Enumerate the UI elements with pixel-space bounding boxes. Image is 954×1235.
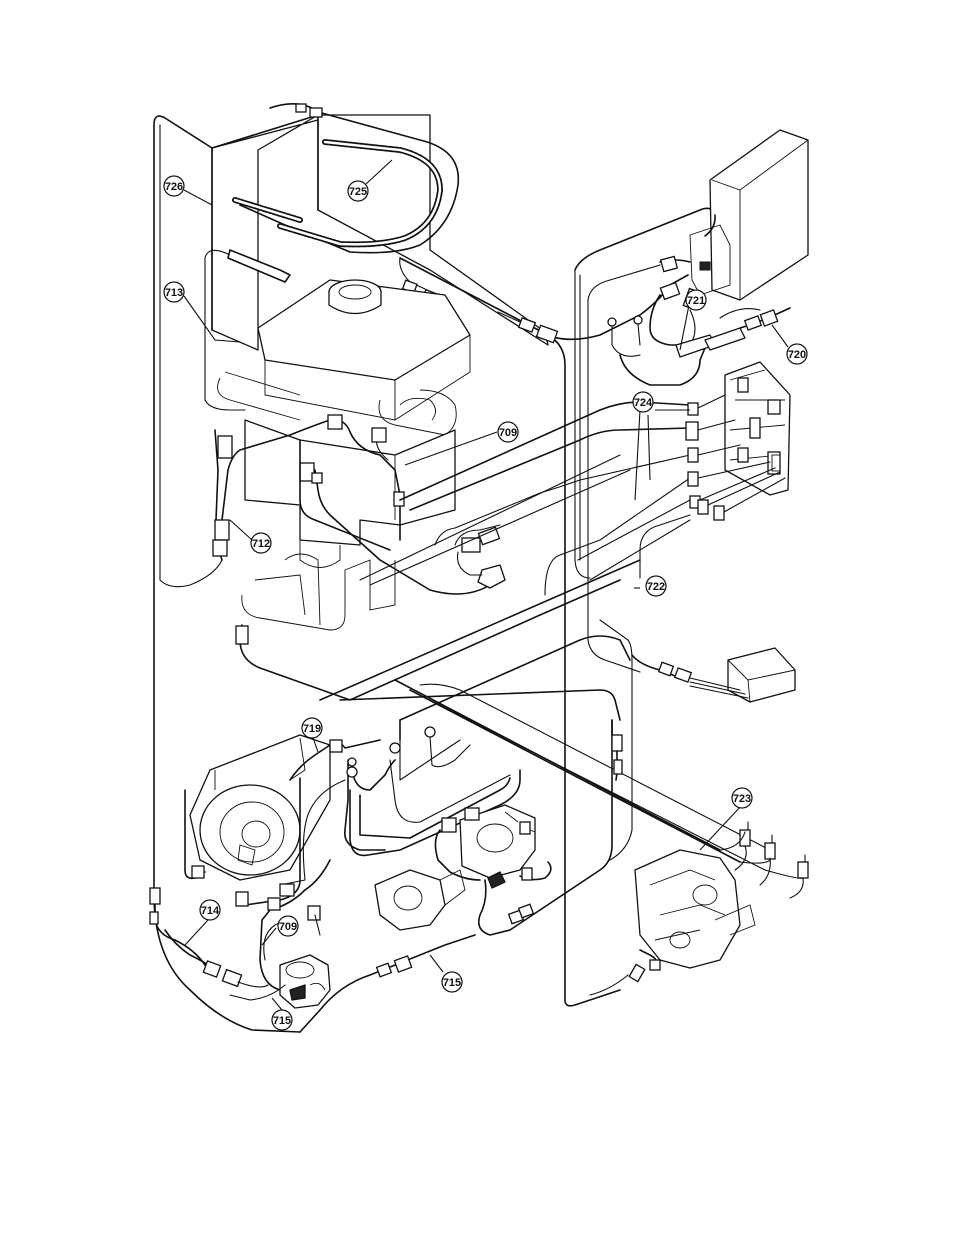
callout-712: 712 [251,533,271,553]
back-panel-right-edge [575,208,715,270]
svg-text:721: 721 [687,295,705,307]
svg-text:720: 720 [788,349,806,361]
svg-text:719: 719 [303,723,321,735]
callout-724: 724 [633,392,653,412]
callout-726: 726 [164,176,184,196]
top-panel-edge [212,115,318,330]
svg-text:715: 715 [273,1015,291,1027]
svg-text:726: 726 [165,181,183,193]
svg-text:715: 715 [443,977,461,989]
callout-715-right: 715 [442,972,462,992]
callout-720: 720 [787,344,807,364]
callout-723: 723 [732,788,752,808]
callout-713: 713 [164,282,184,302]
callout-709-lower: 709 [278,916,298,936]
svg-text:713: 713 [165,287,183,299]
control-box-assembly [498,130,808,385]
svg-text:722: 722 [647,581,665,593]
transformer-assembly [632,648,795,702]
svg-text:709: 709 [499,427,517,439]
svg-text:714: 714 [201,905,220,917]
heater-connector-a [296,104,306,112]
connector-712-lower [215,520,229,540]
callout-709-upper: 709 [498,422,518,442]
connector-712-upper [218,436,232,458]
blower-assembly [185,735,330,880]
terminal-board [640,362,790,578]
callout-721: 721 [686,290,706,310]
callout-725: 725 [348,181,368,201]
manifold-assembly [590,720,808,995]
svg-text:712: 712 [252,538,270,550]
svg-text:709: 709 [279,921,297,933]
svg-text:725: 725 [349,186,367,198]
svg-text:724: 724 [634,397,653,409]
heater-connector-b [310,108,322,117]
callout-714: 714 [200,900,220,920]
callout-719: 719 [302,718,322,738]
callout-715-left: 715 [272,1010,292,1030]
svg-text:723: 723 [733,793,751,805]
callout-722: 722 [646,576,666,596]
